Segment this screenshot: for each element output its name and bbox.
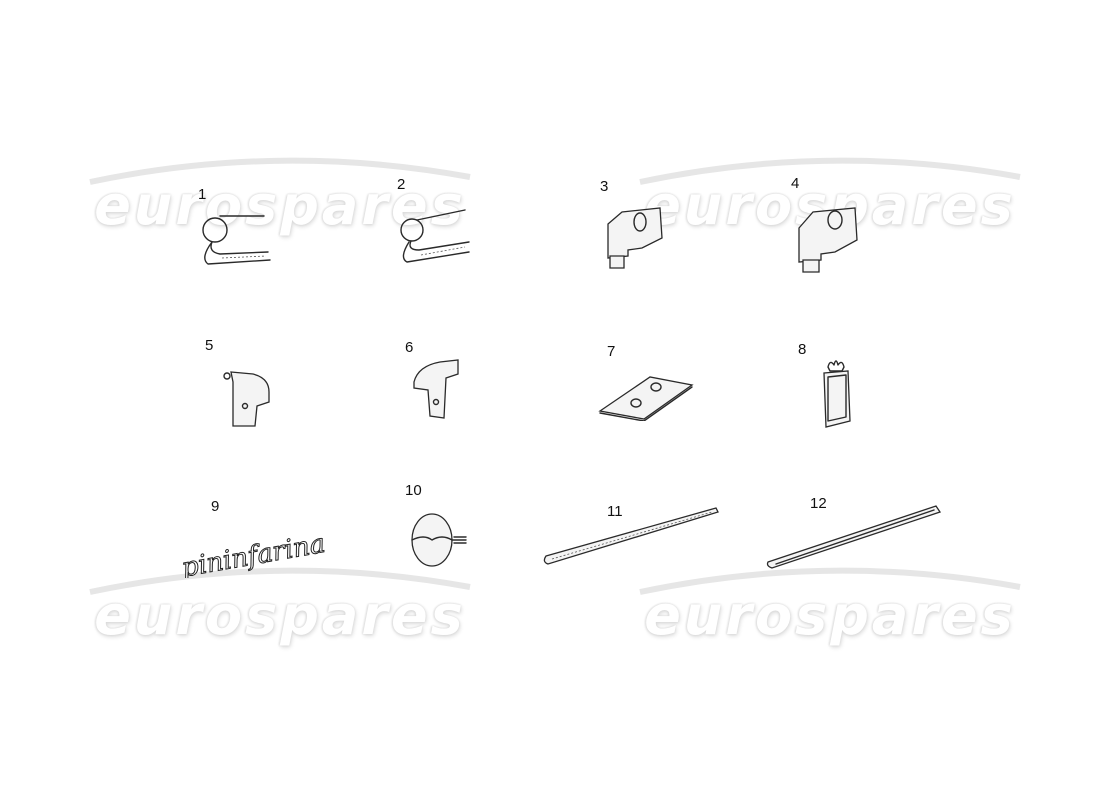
watermark-swoosh-icon [639, 157, 1021, 185]
watermark-bottom-right: eurospares [630, 562, 1030, 652]
pininfarina-script-icon: pininfarina [179, 528, 328, 578]
part-number-6: 6 [405, 339, 414, 356]
hinge-seal-profile-variant-icon [400, 209, 470, 263]
part-number-11: 11 [607, 503, 623, 520]
hinge-seal-profile-icon [202, 215, 271, 265]
watermark-text: eurospares [94, 584, 466, 647]
crown-badge-icon [823, 360, 851, 428]
knob-icon [411, 513, 467, 567]
watermark-bottom-left: eurospares [80, 562, 480, 652]
t-bracket-left-icon [223, 371, 270, 427]
watermark-text: eurospares [644, 584, 1016, 647]
trim-strip-long-icon [766, 505, 942, 569]
part-number-5: 5 [205, 337, 214, 354]
part-number-4: 4 [791, 175, 800, 192]
part-number-1: 1 [198, 186, 207, 203]
t-bracket-right-icon [413, 359, 459, 419]
svg-text:pininfarina: pininfarina [180, 529, 328, 578]
corner-bracket-left-icon [607, 207, 663, 269]
part-number-3: 3 [600, 178, 609, 195]
part-number-2: 2 [397, 176, 406, 193]
corner-bracket-right-icon [798, 207, 858, 273]
part-number-9: 9 [211, 498, 220, 515]
watermark-swoosh-icon [639, 567, 1021, 595]
part-number-10: 10 [405, 482, 422, 499]
part-number-7: 7 [607, 343, 616, 360]
part-number-8: 8 [798, 341, 807, 358]
mounting-plate-icon [598, 376, 694, 421]
part-number-12: 12 [810, 495, 827, 512]
watermark-swoosh-icon [89, 567, 471, 595]
trim-strip-icon [543, 507, 719, 565]
watermark-swoosh-icon [89, 157, 471, 185]
